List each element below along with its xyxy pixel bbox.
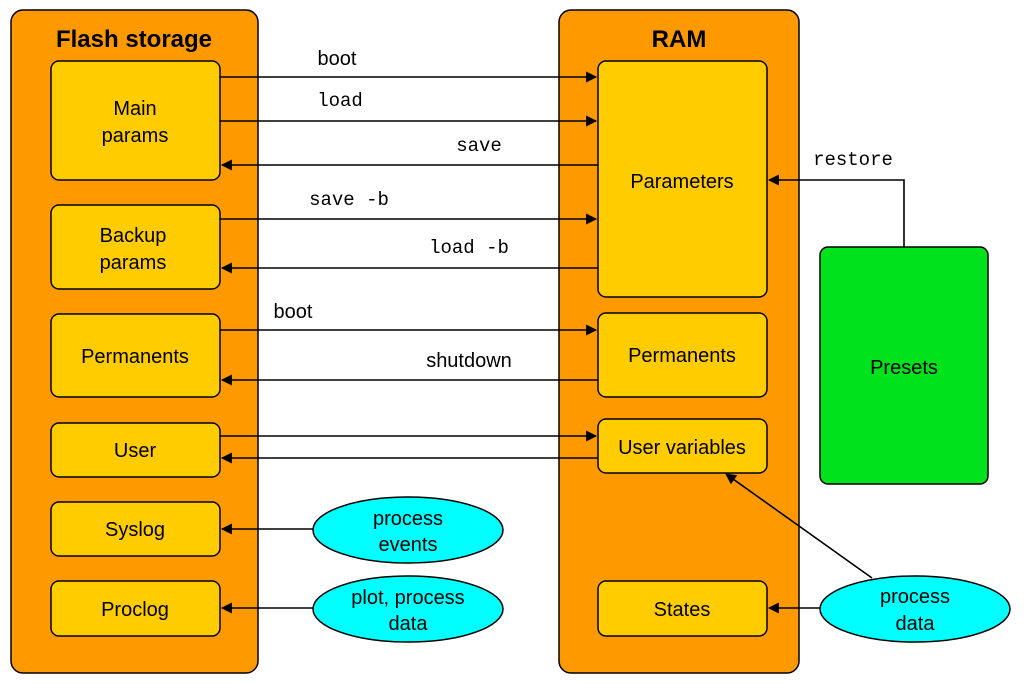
main-params-label-line2: params: [102, 125, 169, 147]
process-data-ellipse: process data: [819, 575, 1011, 643]
flash-backup-params-box: Backup params: [50, 204, 221, 290]
label-boot-permanents: boot: [274, 301, 313, 323]
presets-label: Presets: [870, 357, 938, 379]
process-events-ellipse: process events: [312, 496, 504, 564]
flash-main-params-box: Main params: [50, 60, 221, 181]
flash-syslog-box: Syslog: [50, 501, 221, 557]
label-load-b: load -b: [429, 237, 509, 259]
flash-permanents-box: Permanents: [50, 313, 221, 398]
presets-box: Presets: [819, 246, 989, 485]
flash-permanents-label: Permanents: [81, 346, 189, 368]
plot-process-data-line2: data: [389, 613, 429, 635]
label-boot-params: boot: [318, 48, 357, 70]
label-restore: restore: [813, 149, 893, 171]
ram-permanents-box: Permanents: [597, 312, 768, 398]
backup-params-label-line1: Backup: [100, 225, 167, 247]
plot-process-data-line1: plot, process: [351, 587, 464, 609]
label-save: save: [456, 135, 502, 157]
arrow-process-data-to-user-variables: [725, 473, 873, 579]
arrow-restore-presets-to-parameters: [767, 174, 905, 247]
ram-parameters-label: Parameters: [630, 171, 733, 193]
label-shutdown: shutdown: [426, 350, 512, 372]
ram-user-variables-label: User variables: [618, 437, 746, 459]
backup-params-label-line2: params: [100, 252, 167, 274]
ram-title: RAM: [652, 26, 707, 53]
ram-states-label: States: [654, 599, 711, 621]
ram-states-box: States: [597, 580, 768, 637]
ram-user-variables-box: User variables: [597, 418, 768, 474]
process-events-line2: events: [379, 534, 438, 556]
flash-proclog-label: Proclog: [101, 599, 169, 621]
flash-storage-title: Flash storage: [56, 26, 212, 53]
ram-parameters-box: Parameters: [597, 60, 768, 298]
label-load: load: [317, 90, 363, 112]
plot-process-data-ellipse: plot, process data: [312, 575, 504, 643]
flash-user-box: User: [50, 422, 221, 478]
flash-proclog-box: Proclog: [50, 580, 221, 637]
flash-user-label: User: [114, 440, 157, 462]
ram-permanents-label: Permanents: [628, 345, 736, 367]
process-data-line2: data: [896, 613, 936, 635]
main-params-label-line1: Main: [113, 98, 156, 120]
label-save-b: save -b: [309, 189, 389, 211]
flash-syslog-label: Syslog: [105, 519, 165, 541]
process-events-line1: process: [373, 508, 443, 530]
process-data-line1: process: [880, 586, 950, 608]
